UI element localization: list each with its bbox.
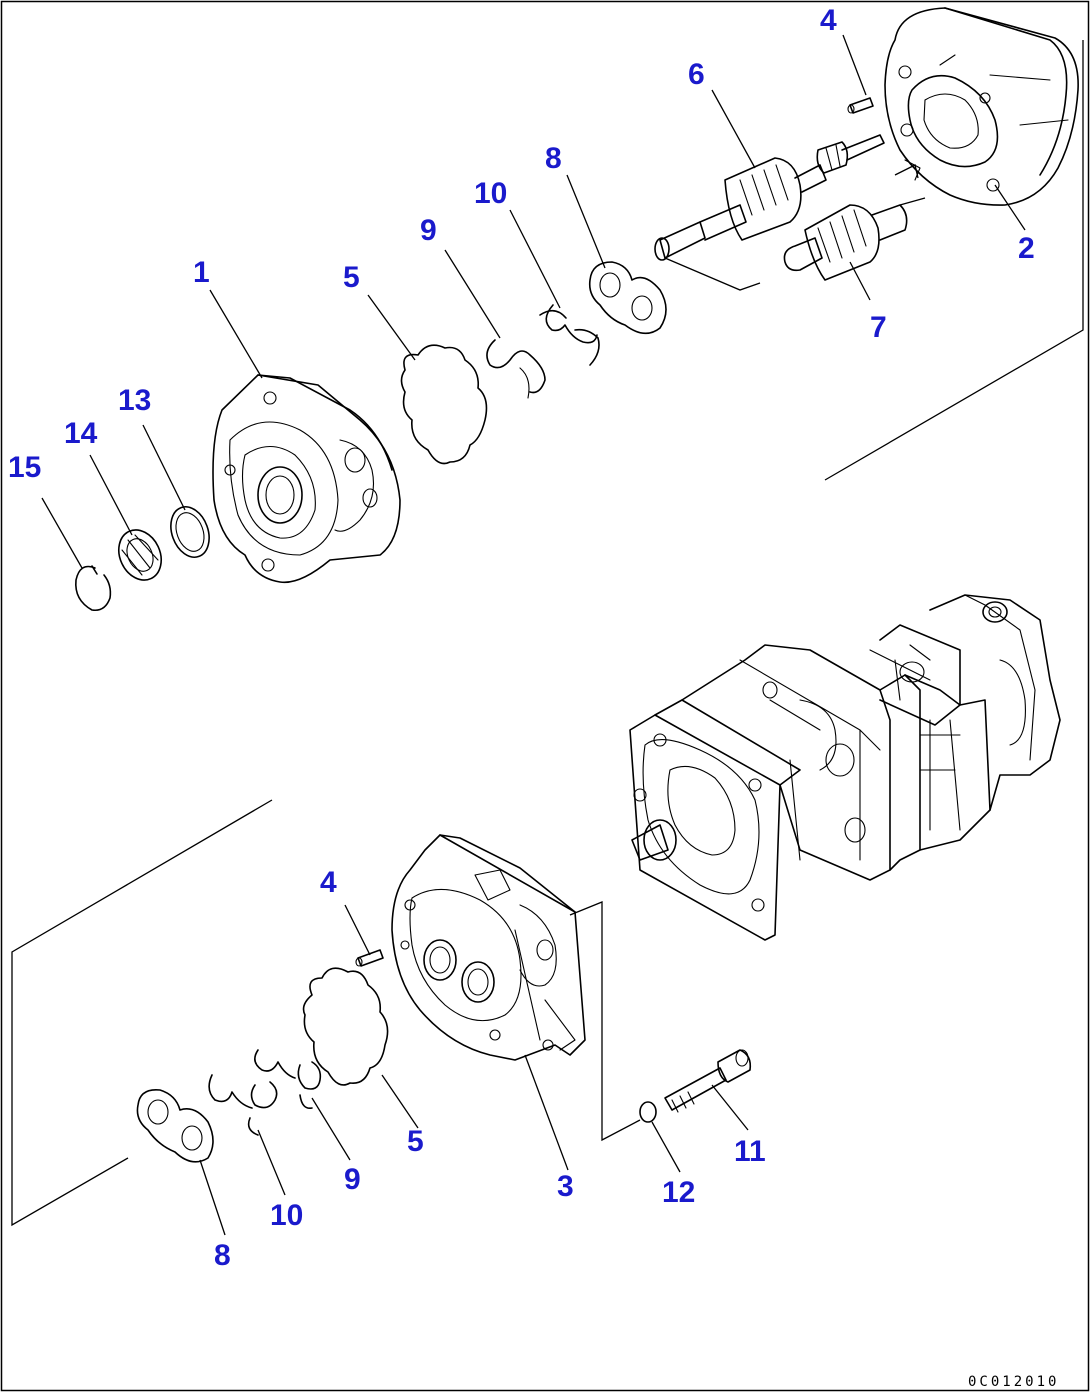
callout-10-bot: 10 xyxy=(270,1199,303,1232)
callout-8-top: 8 xyxy=(545,142,562,175)
callout-14: 14 xyxy=(64,417,98,450)
callout-4-bot: 4 xyxy=(320,866,337,899)
callout-9-bot: 9 xyxy=(344,1163,361,1196)
part-bolt-11 xyxy=(664,1049,752,1113)
callout-15: 15 xyxy=(8,451,41,484)
part-body-3 xyxy=(391,834,586,1061)
part-assembled-pump xyxy=(629,594,1061,941)
part-oil-seal-14 xyxy=(118,529,162,581)
assembly-guide-lines-top xyxy=(664,164,926,291)
callout-6: 6 xyxy=(688,58,705,91)
drawing-code: 0C012010 xyxy=(968,1374,1059,1390)
part-pin-4-top xyxy=(847,97,874,114)
callout-3: 3 xyxy=(557,1170,574,1203)
part-backup-ring-10-bot xyxy=(250,1049,296,1109)
part-cover-1 xyxy=(212,374,401,584)
part-driven-gear-7 xyxy=(783,204,908,281)
callout-7: 7 xyxy=(870,311,887,344)
callout-9-top: 9 xyxy=(420,214,437,247)
callout-1: 1 xyxy=(193,256,210,289)
part-housing-2 xyxy=(884,7,1079,206)
assembly-bracket-bottom-right xyxy=(569,901,641,1142)
callout-10-top: 10 xyxy=(474,177,507,210)
callout-13: 13 xyxy=(118,384,151,417)
callout-12: 12 xyxy=(662,1176,695,1209)
callout-8-bot: 8 xyxy=(214,1239,231,1272)
part-snap-ring-15 xyxy=(75,565,112,612)
part-ring-9-top-b xyxy=(519,367,530,399)
callout-5-bot: 5 xyxy=(407,1125,424,1158)
part-wear-plate-8-bot xyxy=(136,1088,214,1163)
part-seal-5-top xyxy=(400,344,488,465)
assembly-bracket-top xyxy=(824,40,1084,481)
part-seal-5-bot xyxy=(302,967,389,1086)
part-drive-gear-6 xyxy=(654,134,885,261)
part-ring-9-bot xyxy=(297,1061,322,1110)
callout-11: 11 xyxy=(734,1135,766,1168)
part-washer-12 xyxy=(639,1101,657,1123)
leader-lines xyxy=(41,34,1026,1236)
part-backup-ring-10-bot-b xyxy=(208,1074,259,1136)
callout-2: 2 xyxy=(1018,232,1035,265)
part-backup-ring-10-top-b xyxy=(539,309,600,366)
assembly-bracket-bottom-left xyxy=(11,799,273,1227)
callout-4-top: 4 xyxy=(820,4,837,37)
part-ring-13 xyxy=(170,506,210,558)
part-backup-ring-10-top xyxy=(545,304,598,344)
part-pin-4-bot xyxy=(355,949,384,967)
callout-5-top: 5 xyxy=(343,261,360,294)
part-ring-9-top xyxy=(486,339,546,394)
part-wear-plate-8-top xyxy=(588,261,667,335)
